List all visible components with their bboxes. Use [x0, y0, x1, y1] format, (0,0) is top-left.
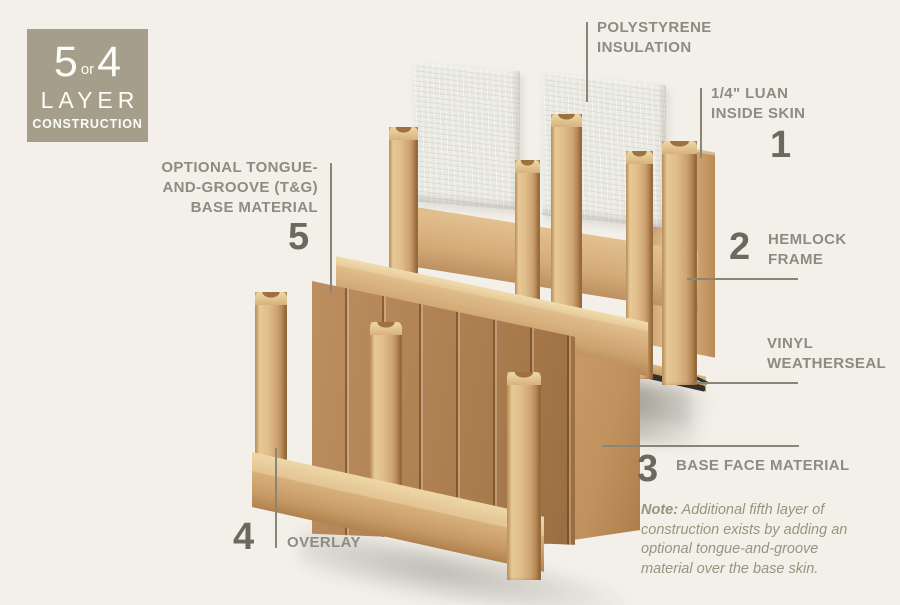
label-overlay: OVERLAY [287, 534, 361, 551]
callout-line-luan [700, 88, 702, 158]
note-prefix: Note: [641, 502, 679, 518]
badge-number-5: 5 [53, 37, 78, 86]
hemlock-stud-5 [662, 141, 697, 385]
number-1: 1 [770, 124, 792, 166]
badge-construction-word: CONSTRUCTION [32, 116, 143, 131]
post-top-notch [370, 322, 402, 335]
label-vinyl-weatherseal: VINYL WEATHERSEAL [767, 335, 887, 372]
label-luan-inside-skin: 1/4" LUAN INSIDE SKIN [711, 85, 806, 122]
label-polystyrene-insulation: POLYSTYRENE INSULATION [597, 19, 712, 56]
label-hemlock-frame: HEMLOCK FRAME [768, 231, 847, 268]
callout-line-overlay [275, 448, 277, 548]
callout-line-vinyl [695, 382, 798, 384]
label-tng-base-material: OPTIONAL TONGUE- AND-GROOVE (T&G) BASE M… [161, 159, 318, 216]
callout-line-tng [330, 163, 332, 293]
stud-top-notch [515, 160, 540, 173]
badge-numbers: 5 or 4 [53, 37, 122, 86]
overlay-post-mid [370, 322, 402, 490]
number-5: 5 [288, 216, 310, 258]
number-4: 4 [233, 516, 255, 558]
note-body: Additional fifth layer of construction e… [641, 502, 848, 577]
stud-top-notch [626, 151, 653, 164]
callout-line-polystyrene [586, 22, 588, 102]
number-2: 2 [729, 226, 751, 268]
badge-layer-word: LAYER [40, 86, 140, 113]
number-3: 3 [637, 448, 659, 490]
badge-or: or [80, 60, 95, 78]
post-top-notch [255, 292, 287, 305]
stud-top-notch [551, 114, 582, 127]
overlay-post-right [507, 372, 541, 580]
badge-number-4: 4 [97, 37, 122, 86]
callout-line-base-face [602, 445, 799, 447]
polystyrene-insulation-panel-left [413, 62, 520, 211]
callout-line-hemlock [687, 278, 798, 280]
stud-top-notch [662, 141, 697, 154]
note-text: Note: Additional fifth layer of construc… [641, 501, 853, 579]
label-base-face-material: BASE FACE MATERIAL [676, 457, 850, 474]
stud-top-notch [389, 127, 418, 140]
layer-construction-badge: 5 or 4 LAYER CONSTRUCTION [27, 29, 148, 142]
post-top-notch [507, 372, 541, 385]
overlay-post-left [255, 292, 287, 468]
